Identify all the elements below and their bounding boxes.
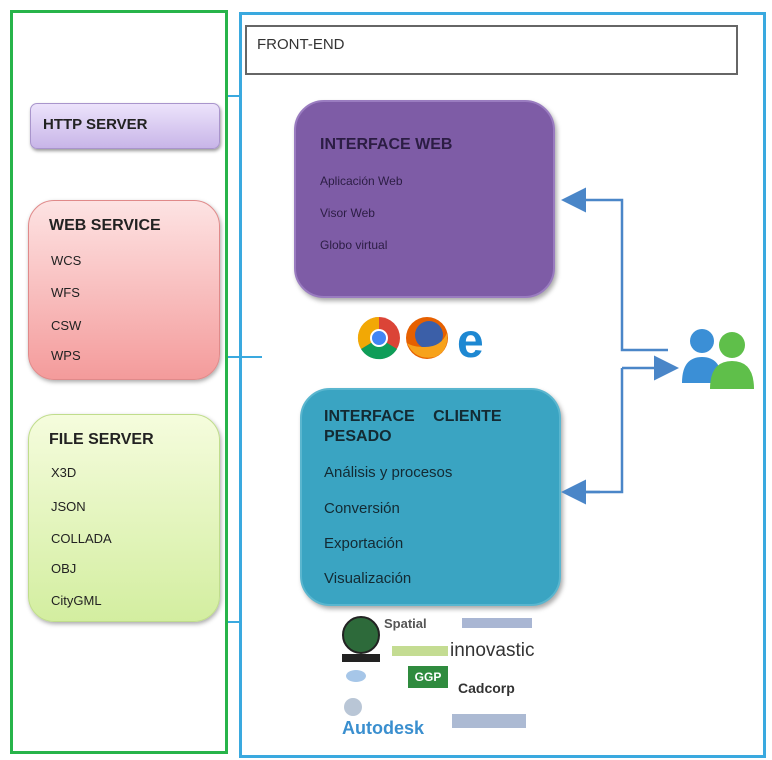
front-end-box: FRONT-END: [245, 25, 738, 75]
web-service-box: WEB SERVICE WCS WFS CSW WPS: [28, 200, 220, 380]
interface-web-box: INTERFACE WEB Aplicación Web Visor Web G…: [294, 100, 555, 298]
frontend-frame: [239, 12, 766, 758]
file-server-item: OBJ: [51, 561, 77, 576]
backend-frame: [10, 10, 228, 754]
browser-icons: e: [357, 315, 484, 363]
vendor-logo-blue: [346, 670, 366, 682]
web-service-item: WCS: [51, 253, 82, 268]
interface-web-item: Visor Web: [320, 206, 375, 220]
interface-cliente-title-line1: INTERFACE CLIENTE: [324, 408, 502, 425]
vendor-logo-green: [392, 646, 448, 656]
interface-cliente-item: Visualización: [324, 570, 412, 587]
interface-web-item: Aplicación Web: [320, 174, 403, 188]
web-service-item: CSW: [51, 318, 82, 333]
ie-icon: e: [457, 315, 484, 363]
front-end-label: FRONT-END: [257, 36, 345, 53]
interface-cliente-title-line2: PESADO: [324, 428, 392, 445]
http-server-label: HTTP SERVER: [43, 116, 148, 133]
svg-text:e: e: [457, 315, 484, 363]
interface-cliente-box: INTERFACE CLIENTE PESADO Análisis y proc…: [300, 388, 561, 606]
file-server-item: COLLADA: [51, 531, 112, 546]
file-server-item: X3D: [51, 465, 77, 480]
file-server-item: JSON: [51, 499, 86, 514]
firefox-icon: [406, 317, 448, 359]
file-server-item: CityGML: [51, 593, 102, 608]
web-service-item: WPS: [51, 348, 81, 363]
interface-cliente-item: Análisis y procesos: [324, 464, 453, 481]
file-server-title: FILE SERVER: [49, 431, 154, 448]
vendor-logo-small: [462, 618, 532, 628]
pitney-bowes-logo: [452, 714, 526, 728]
cadcorp-logo: Cadcorp: [458, 680, 515, 696]
innovastic-logo: innovastic: [450, 640, 535, 661]
spatial-logo: Spatial: [384, 616, 427, 631]
chrome-icon: [357, 316, 400, 360]
web-service-title: WEB SERVICE: [49, 217, 161, 234]
http-server-box: HTTP SERVER: [30, 103, 220, 149]
file-server-box: FILE SERVER X3D JSON COLLADA OBJ CityGML: [28, 414, 220, 622]
globe-logo-bar: [342, 654, 380, 662]
interface-web-item: Globo virtual: [320, 238, 388, 252]
users-icon: [682, 329, 754, 389]
vendor-logo-grey: [344, 698, 362, 716]
interface-web-title: INTERFACE WEB: [320, 136, 453, 153]
vendor-logos: Spatial innovastic GGP Cadcorp Autodesk: [340, 612, 540, 742]
ggp-logo: GGP: [408, 666, 448, 688]
globe-logo-icon: [342, 616, 380, 654]
interface-cliente-item: Conversión: [324, 500, 400, 517]
autodesk-logo: Autodesk: [342, 718, 425, 738]
interface-cliente-item: Exportación: [324, 535, 404, 552]
web-service-item: WFS: [51, 285, 80, 300]
